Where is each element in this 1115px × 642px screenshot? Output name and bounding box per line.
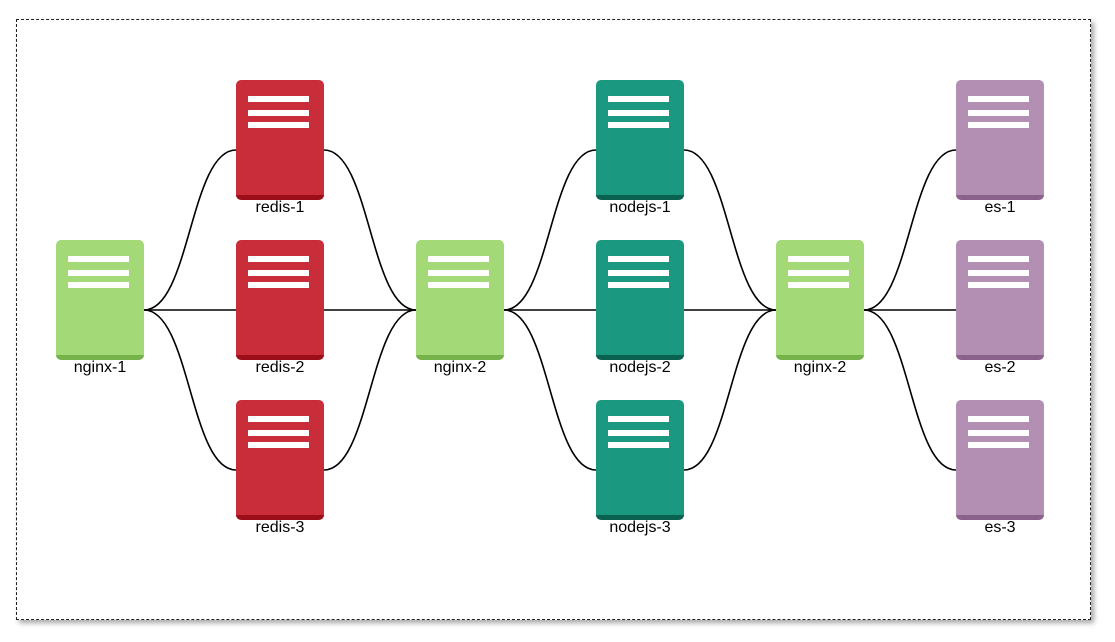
server-icon bbox=[236, 240, 324, 360]
node-label: nodejs-2 bbox=[609, 359, 671, 376]
edge-nginx-2b-es-3 bbox=[863, 309, 957, 471]
node-nodejs-1[interactable]: nodejs-1 bbox=[596, 80, 684, 216]
node-es-3[interactable]: es-3 bbox=[956, 400, 1044, 536]
edge-nodejs-1-nginx-2b bbox=[683, 149, 777, 311]
edge-nodejs-3-nginx-2b bbox=[683, 309, 777, 471]
server-icon bbox=[956, 400, 1044, 520]
server-icon bbox=[956, 240, 1044, 360]
server-icon bbox=[236, 400, 324, 520]
node-es-2[interactable]: es-2 bbox=[956, 240, 1044, 376]
edge-nginx-2a-nodejs-1 bbox=[503, 149, 597, 311]
edge-nginx-1a-redis-3 bbox=[143, 309, 237, 471]
node-redis-3[interactable]: redis-3 bbox=[236, 400, 324, 536]
server-icon bbox=[776, 240, 864, 360]
node-nginx-2-first[interactable]: nginx-2 bbox=[416, 240, 504, 376]
node-redis-2[interactable]: redis-2 bbox=[236, 240, 324, 376]
node-label: redis-2 bbox=[255, 359, 305, 376]
edge-nginx-2b-es-1 bbox=[863, 149, 957, 311]
edge-redis-1-nginx-2a bbox=[323, 149, 417, 311]
server-icon bbox=[596, 240, 684, 360]
node-nodejs-3[interactable]: nodejs-3 bbox=[596, 400, 684, 536]
node-label: nginx-2 bbox=[433, 359, 487, 376]
edge-redis-3-nginx-2a bbox=[323, 309, 417, 471]
edge-nginx-1a-redis-1 bbox=[143, 149, 237, 311]
node-nginx-2-second[interactable]: nginx-2 bbox=[776, 240, 864, 376]
server-icon bbox=[236, 80, 324, 200]
node-label: redis-3 bbox=[255, 519, 305, 536]
node-nodejs-2[interactable]: nodejs-2 bbox=[596, 240, 684, 376]
node-label: es-3 bbox=[984, 519, 1016, 536]
node-label: nginx-2 bbox=[793, 359, 847, 376]
node-redis-1[interactable]: redis-1 bbox=[236, 80, 324, 216]
server-icon bbox=[956, 80, 1044, 200]
node-label: redis-1 bbox=[255, 199, 305, 216]
server-icon bbox=[596, 80, 684, 200]
node-es-1[interactable]: es-1 bbox=[956, 80, 1044, 216]
node-label: nodejs-3 bbox=[609, 519, 671, 536]
diagram-frame bbox=[16, 19, 1091, 620]
node-label: es-1 bbox=[984, 199, 1016, 216]
server-icon bbox=[416, 240, 504, 360]
server-icon bbox=[56, 240, 144, 360]
node-label: es-2 bbox=[984, 359, 1016, 376]
server-icon bbox=[596, 400, 684, 520]
node-label: nginx-1 bbox=[73, 359, 127, 376]
edge-nginx-2a-nodejs-3 bbox=[503, 309, 597, 471]
node-label: nodejs-1 bbox=[609, 199, 671, 216]
node-nginx-1[interactable]: nginx-1 bbox=[56, 240, 144, 376]
